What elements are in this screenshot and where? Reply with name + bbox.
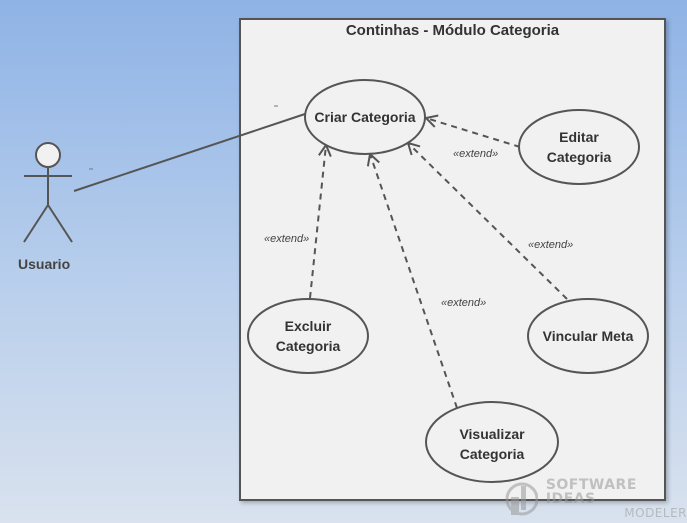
system-title: Continhas - Módulo Categoria bbox=[345, 22, 560, 39]
software-ideas-logo-icon bbox=[505, 482, 538, 516]
association-line bbox=[73, 113, 306, 192]
uc-editar-label: Editar Categoria bbox=[519, 125, 639, 169]
extend-label-editar: «extend» bbox=[453, 148, 499, 160]
uc-excluir-label: Excluir Categoria bbox=[248, 314, 368, 358]
extend-label-visualizar: «extend» bbox=[441, 297, 487, 309]
extend-excluir-line bbox=[309, 145, 326, 299]
uc-vincular-text: Vincular Meta bbox=[542, 328, 634, 344]
uc-criar-label: Criar Categoria bbox=[305, 97, 425, 137]
watermark: SOFTWARE IDEAS MODELER bbox=[505, 478, 687, 520]
uc-excluir-text-2: Categoria bbox=[275, 338, 341, 354]
uc-criar-text: Criar Categoria bbox=[314, 109, 416, 125]
watermark-sub: MODELER bbox=[624, 506, 687, 520]
uc-editar-categoria[interactable] bbox=[518, 109, 640, 185]
extend-vincular-line bbox=[408, 143, 568, 300]
uc-vincular-label: Vincular Meta bbox=[528, 316, 648, 356]
extend-visualizar-line bbox=[370, 154, 458, 409]
uc-editar-text-1: Editar bbox=[559, 129, 599, 145]
extend-label-vincular: «extend» bbox=[528, 239, 574, 251]
extend-editar-line bbox=[426, 118, 521, 148]
uc-visualizar-text-1: Visualizar bbox=[459, 426, 525, 442]
uc-visualizar-text-2: Categoria bbox=[459, 446, 525, 462]
uc-vincular-meta[interactable] bbox=[527, 298, 649, 374]
extend-label-excluir: «extend» bbox=[264, 233, 310, 245]
uc-editar-text-2: Categoria bbox=[546, 149, 612, 165]
actor-figure[interactable] bbox=[23, 142, 73, 243]
uc-excluir-categoria[interactable] bbox=[247, 298, 369, 374]
uc-excluir-text-1: Excluir bbox=[284, 318, 332, 334]
actor-label: Usuario bbox=[18, 256, 71, 272]
uc-visualizar-label: Visualizar Categoria bbox=[426, 422, 558, 466]
watermark-main: SOFTWARE IDEAS bbox=[545, 477, 637, 507]
uc-visualizar-categoria[interactable] bbox=[425, 401, 559, 483]
uc-criar-categoria[interactable] bbox=[304, 79, 426, 155]
